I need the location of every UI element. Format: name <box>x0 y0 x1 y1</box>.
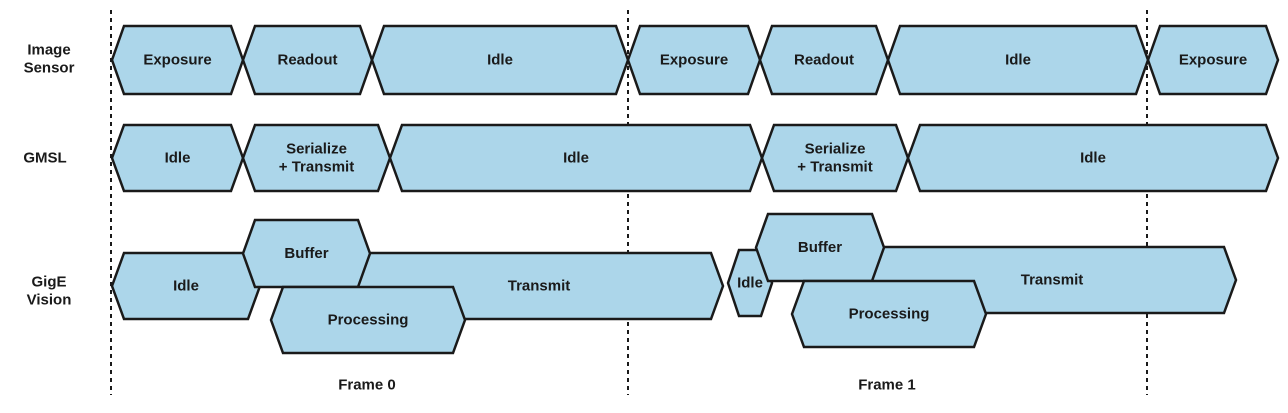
segment-label: Transmit <box>1021 272 1084 289</box>
segment-gige-vision-buffer: Buffer <box>754 212 886 283</box>
segment-gige-vision-buffer: Buffer <box>241 218 372 289</box>
segment-image-sensor-readout: Readout <box>241 24 374 96</box>
segment-label: Idle <box>1005 52 1031 69</box>
segment-image-sensor-readout: Readout <box>758 24 890 96</box>
segment-gige-vision-idle: Idle <box>110 251 262 321</box>
frame-label: Frame 0 <box>338 377 396 394</box>
segment-label: Processing <box>328 312 409 329</box>
row-label-gige-vision: Vision <box>27 292 72 309</box>
segment-label: Readout <box>278 52 338 69</box>
segment-shape <box>269 285 467 355</box>
segment-label: Buffer <box>798 239 842 256</box>
segment-label: Exposure <box>660 52 728 69</box>
segment-label: + Transmit <box>797 159 872 176</box>
segment-label: Idle <box>1080 150 1106 167</box>
segment-label: Serialize <box>286 141 347 158</box>
segment-label: Idle <box>487 52 513 69</box>
segment-label: Processing <box>849 306 930 323</box>
frame-dividers <box>110 10 1148 395</box>
segment-label: Exposure <box>1179 52 1247 69</box>
segment-shape <box>906 123 1280 193</box>
segment-gige-vision-processing: Processing <box>790 279 988 349</box>
segment-label: Readout <box>794 52 854 69</box>
segment-shape <box>726 248 774 318</box>
row-label-gmsl: GMSL <box>23 150 66 167</box>
segment-image-sensor-exposure: Exposure <box>626 24 762 96</box>
segment-label: Transmit <box>508 278 571 295</box>
frame-label: Frame 1 <box>858 377 916 394</box>
segment-image-sensor-exposure: Exposure <box>1146 24 1280 96</box>
row-label-image-sensor: Image <box>27 42 70 59</box>
segment-gmsl-serialize: Serialize+ Transmit <box>760 123 910 193</box>
segment-shape <box>790 279 988 349</box>
segment-shape <box>754 212 886 283</box>
segment-label: Idle <box>563 150 589 167</box>
row-label-gige-vision: GigE <box>31 274 66 291</box>
segment-gmsl-idle: Idle <box>388 123 764 193</box>
segment-gige-vision-processing: Processing <box>269 285 467 355</box>
segment-gige-vision-idle: Idle <box>726 248 774 318</box>
segment-shape <box>241 218 372 289</box>
segment-gmsl-idle: Idle <box>906 123 1280 193</box>
segment-image-sensor-idle: Idle <box>886 24 1150 96</box>
segment-label: Exposure <box>143 52 211 69</box>
segment-gmsl-idle: Idle <box>110 123 245 193</box>
segment-image-sensor-idle: Idle <box>370 24 630 96</box>
row-label-image-sensor: Sensor <box>24 60 75 77</box>
segment-label: Idle <box>737 275 763 292</box>
segment-gmsl-serialize: Serialize+ Transmit <box>241 123 392 193</box>
segment-label: Idle <box>165 150 191 167</box>
frame-labels: Frame 0 Frame 1 <box>338 377 916 394</box>
segment-label: + Transmit <box>279 159 354 176</box>
segment-shape <box>1146 24 1280 96</box>
segment-label: Serialize <box>805 141 866 158</box>
segment-label: Buffer <box>284 245 328 262</box>
segment-image-sensor-exposure: Exposure <box>110 24 245 96</box>
segment-label: Idle <box>173 278 199 295</box>
